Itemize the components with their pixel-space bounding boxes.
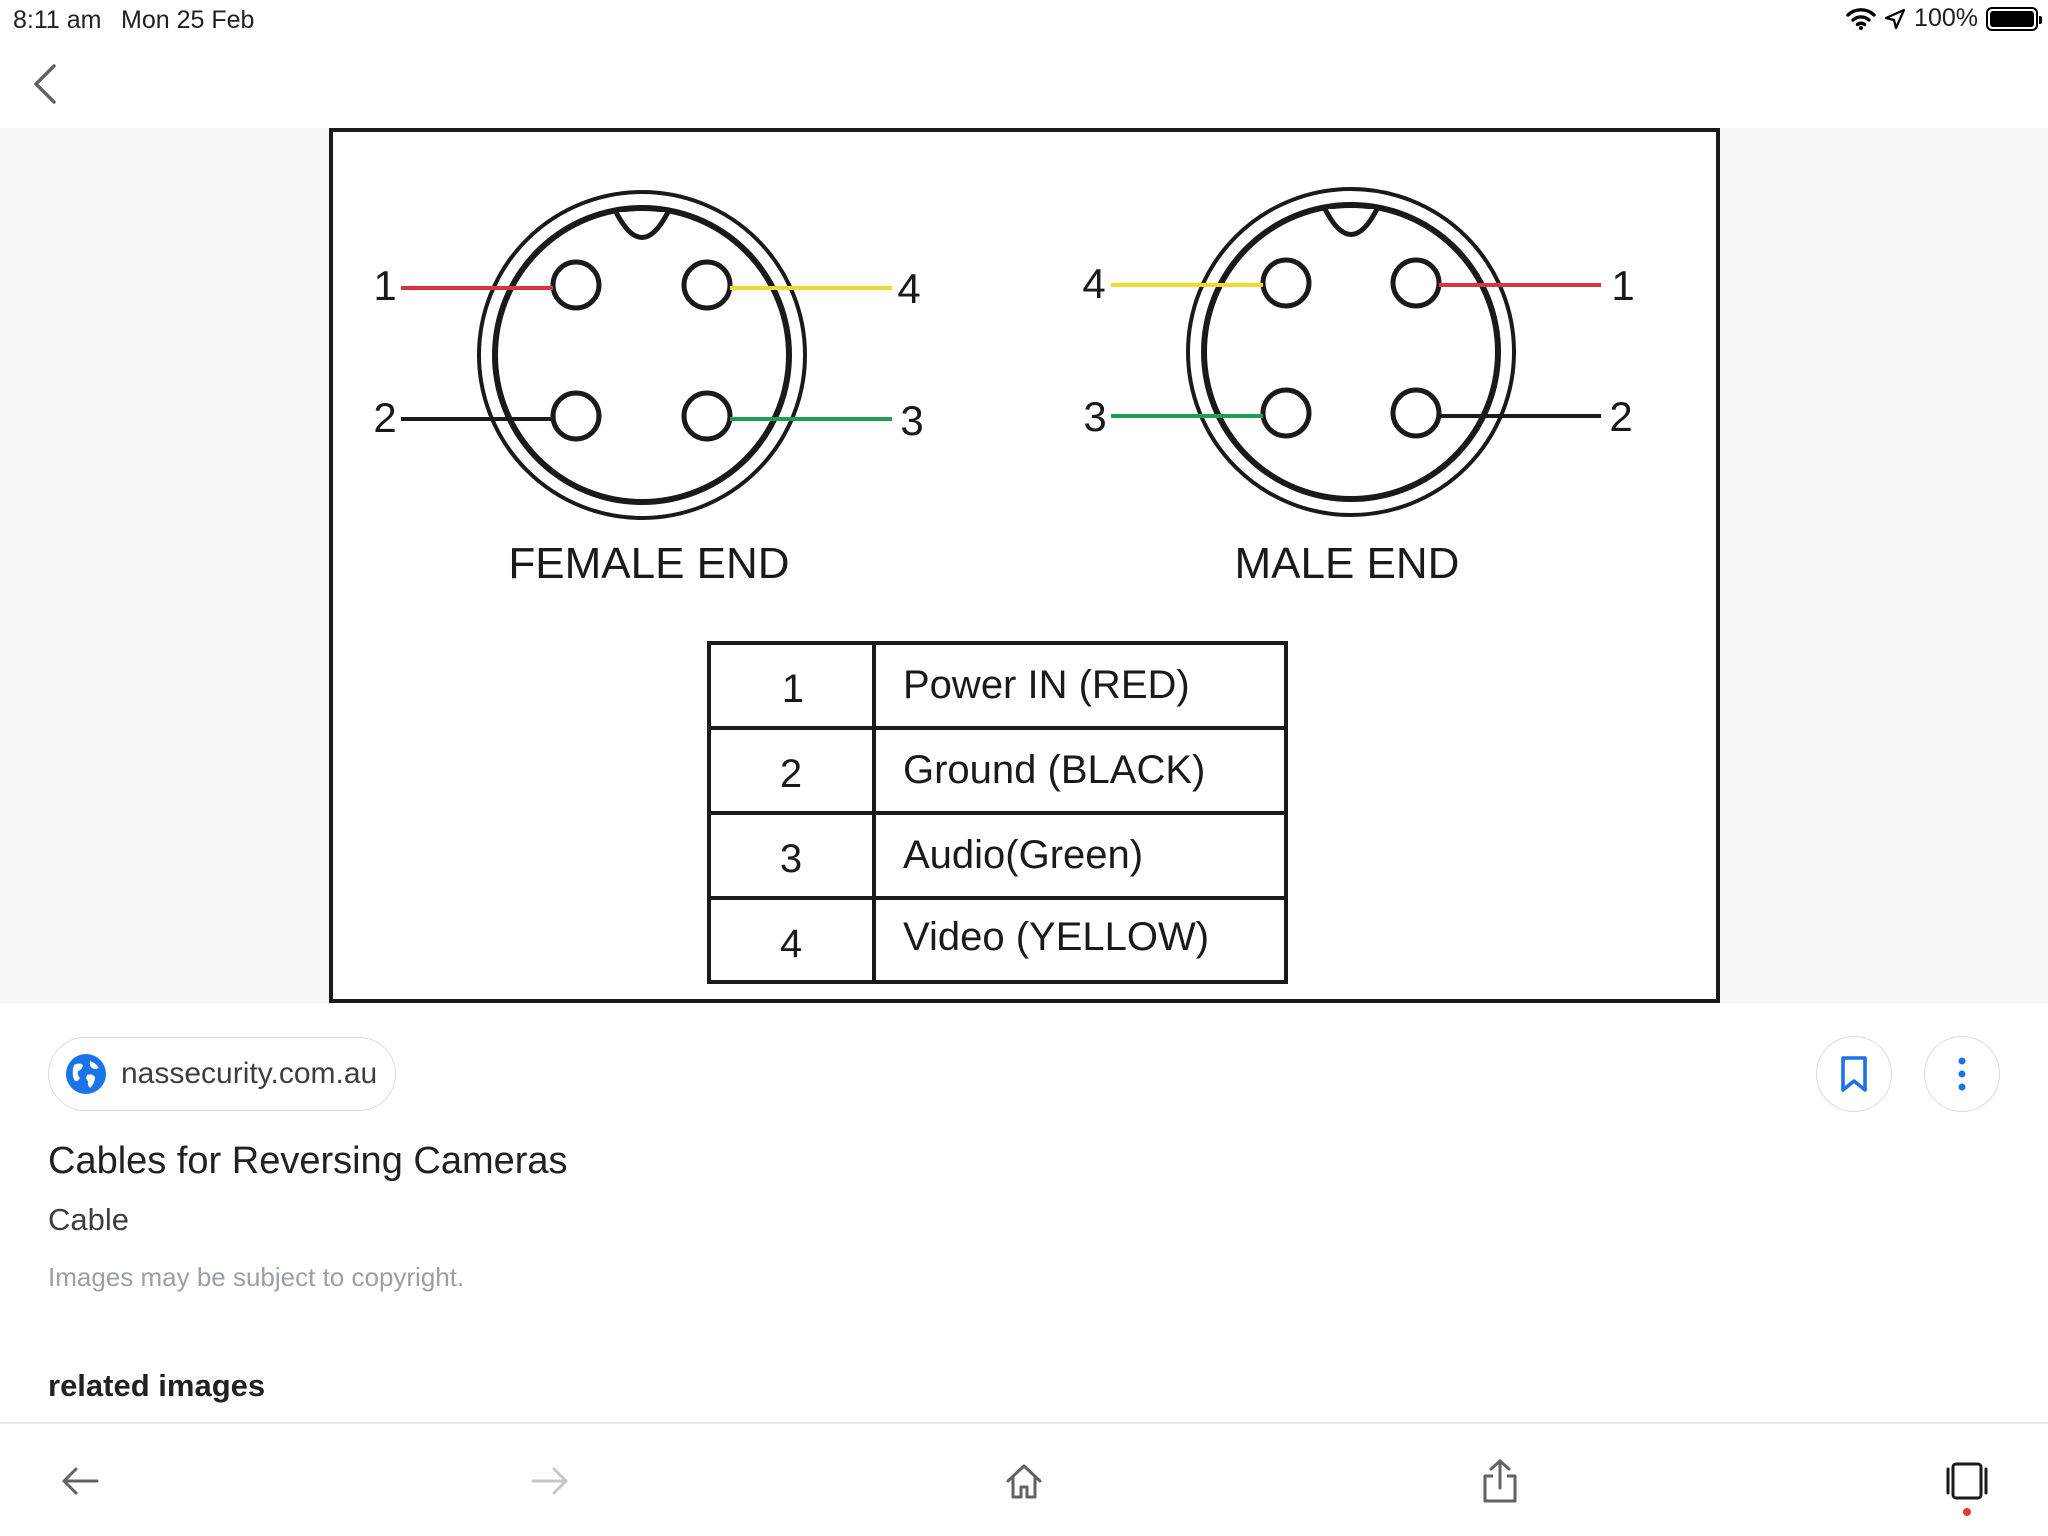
table-num-2: 2 xyxy=(780,752,802,796)
forward-arrow-icon xyxy=(531,1467,568,1495)
share-icon xyxy=(1483,1459,1517,1503)
related-images-heading: related images xyxy=(48,1368,266,1403)
nav-back-button[interactable] xyxy=(50,1456,110,1506)
battery-percent: 100% xyxy=(1914,4,1978,32)
female-end-label: FEMALE END xyxy=(508,539,789,588)
male-end-label: MALE END xyxy=(1235,539,1460,588)
male-pin-4-label: 4 xyxy=(1082,260,1105,307)
table-num-1: 1 xyxy=(782,667,804,711)
nav-forward-button[interactable] xyxy=(520,1456,580,1506)
bookmark-icon xyxy=(1841,1056,1867,1092)
more-vert-icon xyxy=(1958,1057,1966,1091)
back-button[interactable] xyxy=(24,60,72,108)
more-options-button[interactable] xyxy=(1924,1036,2000,1112)
female-pin-2-label: 2 xyxy=(373,394,396,441)
nav-home-button[interactable] xyxy=(994,1456,1054,1506)
copyright-notice: Images may be subject to copyright. xyxy=(48,1262,465,1292)
bottom-nav xyxy=(0,1422,2048,1536)
male-pin-1-label: 1 xyxy=(1611,262,1634,309)
female-pin-4-label: 4 xyxy=(897,265,920,312)
table-desc-4: Video (YELLOW) xyxy=(903,915,1209,959)
source-host: nassecurity.com.au xyxy=(121,1057,378,1090)
table-desc-1: Power IN (RED) xyxy=(903,663,1190,707)
top-bar xyxy=(0,40,2048,128)
table-desc-3: Audio(Green) xyxy=(903,833,1143,877)
status-bar: 8:11 am Mon 25 Feb 100% xyxy=(0,0,2048,40)
status-right: 100% xyxy=(1846,4,2042,33)
result-subtitle: Cable xyxy=(48,1202,129,1237)
image-preview[interactable]: 1 2 4 3 FEMALE END 4 3 1 2 MALE END xyxy=(0,128,2048,1003)
tabs-notification-dot xyxy=(1963,1508,1971,1516)
back-arrow-icon xyxy=(62,1467,99,1495)
pinout-table: 1 Power IN (RED) 2 Ground (BLACK) 3 Audi… xyxy=(707,641,1288,984)
table-num-3: 3 xyxy=(780,837,802,881)
male-pin-2-label: 2 xyxy=(1609,393,1632,440)
save-button[interactable] xyxy=(1816,1036,1892,1112)
female-connector xyxy=(477,190,807,520)
male-pin-3-label: 3 xyxy=(1083,393,1106,440)
battery-icon xyxy=(1986,6,2042,31)
connector-diagram: 1 2 4 3 FEMALE END 4 3 1 2 MALE END xyxy=(329,128,1720,1003)
home-icon xyxy=(1006,1464,1042,1499)
location-icon xyxy=(1884,8,1906,29)
status-time: 8:11 am xyxy=(13,6,102,34)
globe-icon xyxy=(66,1054,106,1094)
male-connector xyxy=(1186,187,1516,517)
nav-share-button[interactable] xyxy=(1470,1456,1530,1506)
source-chip[interactable]: nassecurity.com.au xyxy=(48,1037,397,1111)
table-num-4: 4 xyxy=(780,922,802,966)
nav-tabs-button[interactable] xyxy=(1937,1456,1997,1506)
female-pin-3-label: 3 xyxy=(900,397,923,444)
result-title[interactable]: Cables for Reversing Cameras xyxy=(48,1140,568,1182)
wifi-icon xyxy=(1846,7,1876,30)
tabs-icon xyxy=(1946,1462,1988,1500)
status-date: Mon 25 Feb xyxy=(121,6,255,34)
table-desc-2: Ground (BLACK) xyxy=(903,748,1205,792)
female-pin-1-label: 1 xyxy=(373,262,396,309)
chevron-left-icon xyxy=(34,64,56,104)
